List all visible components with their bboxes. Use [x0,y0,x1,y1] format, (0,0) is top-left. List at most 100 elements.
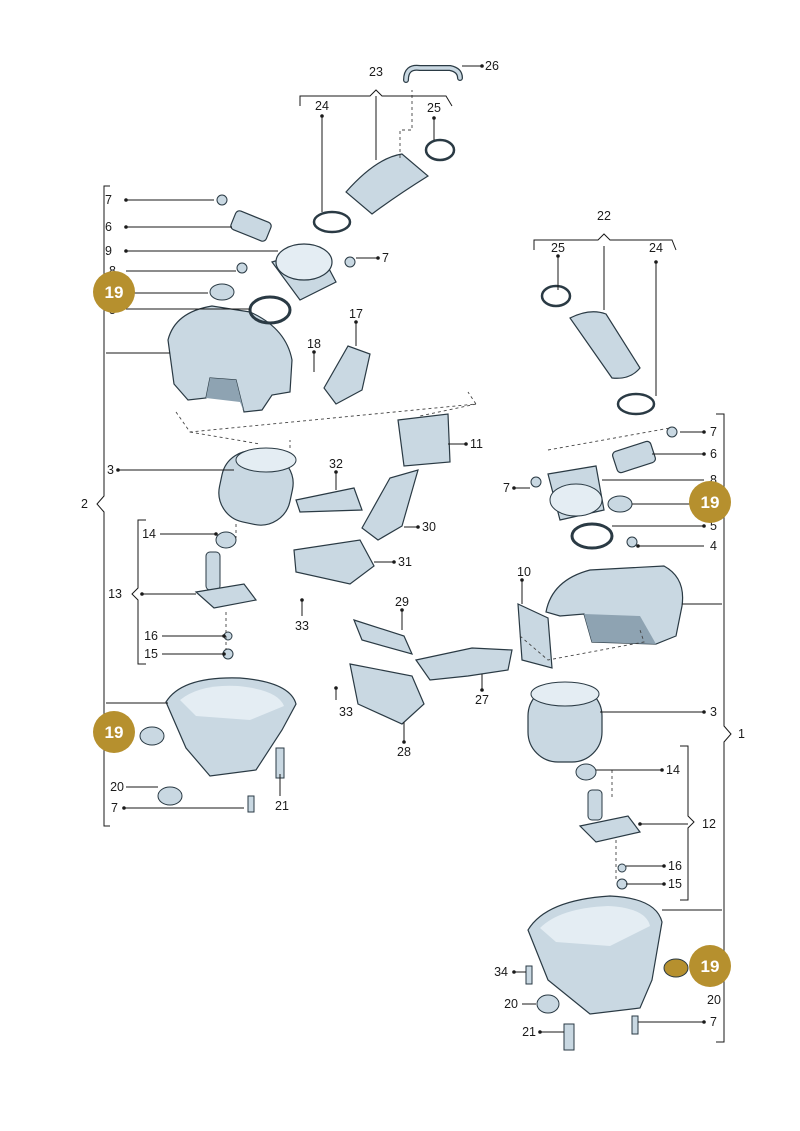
label-17: 17 [349,307,363,321]
grommet-right-upper [607,495,633,513]
duct-base-28 [349,663,425,725]
sensor-left [230,210,272,242]
screw-right-bottom [631,1015,639,1035]
upper-hose-group [312,64,463,234]
label-26: 26 [485,59,499,73]
svg-text:19: 19 [105,283,124,302]
filter-top-left [235,447,297,473]
svg-text:19: 19 [701,957,720,976]
badge-19-right-lower[interactable]: 19 [689,945,731,987]
label-20: 20 [504,997,518,1011]
label-33: 33 [295,619,309,633]
label-16: 16 [668,859,682,873]
bracket-2 [96,185,110,827]
valve-stem-left [205,551,221,591]
label-7: 7 [382,251,389,265]
bracket-1 [716,413,732,1043]
middle-assembly [293,345,553,725]
label-30: 30 [422,520,436,534]
intake-duct-27 [414,647,513,681]
hose-clamp-upper-2 [424,138,456,162]
label-7: 7 [503,481,510,495]
label-25: 25 [427,101,441,115]
label-14: 14 [142,527,156,541]
label-20: 20 [110,780,124,794]
grommet-right-lower-2 [536,994,560,1014]
label-9: 9 [105,244,112,258]
label-21: 21 [522,1025,536,1039]
label-24: 24 [649,241,663,255]
label-33: 33 [339,705,353,719]
label-24: 24 [315,99,329,113]
label-15: 15 [144,647,158,661]
group-brackets [96,89,732,1043]
label-7: 7 [710,1015,717,1029]
label-7: 7 [710,425,717,439]
badge-19-right-upper[interactable]: 19 [689,481,731,523]
screw-head-right-2 [530,476,542,488]
sensor-right [612,440,656,474]
bracket-10 [517,603,553,669]
air-hose-upper [345,153,430,215]
dashed-guide-4 [547,427,671,451]
maf-opening-right [549,483,603,517]
label-6: 6 [710,447,717,461]
label-10: 10 [517,565,531,579]
label-2: 2 [81,497,88,511]
bracket-23 [299,89,453,107]
grommet-left-lower-1 [139,726,165,746]
screw-left-bottom [247,795,255,813]
bracket-22 [533,233,677,251]
label-22: 22 [597,209,611,223]
screw-head-left-3 [236,262,248,274]
label-7: 7 [105,193,112,207]
label-15: 15 [668,877,682,891]
valve-ring-right [616,878,628,890]
vent-pipe-inner [404,66,462,82]
dashed-guide-5 [519,629,645,661]
left-assembly [139,194,356,813]
label-3: 3 [710,705,717,719]
valve-bracket-right [578,815,642,843]
gasket-ring-left [248,295,292,325]
dashed-guide-3 [235,440,291,538]
upper-housing-cover-left [167,305,293,413]
bolt-left-lower [275,747,285,779]
hose-clamp-upper-1 [312,210,352,234]
label-5: 5 [710,519,717,533]
dashed-guides [175,90,671,880]
duct-cover-32 [295,487,363,513]
label-13: 13 [108,587,122,601]
bump-stop-left [215,531,237,549]
upper-housing-cover-right [545,565,684,645]
label-32: 32 [329,457,343,471]
grommet-right-lower-1 [663,958,689,978]
bracket-12 [680,745,695,901]
screw-head-left-1 [216,194,228,206]
label-6: 6 [105,220,112,234]
label-8: 8 [710,473,717,487]
label-8: 8 [109,264,116,278]
svg-text:19: 19 [701,493,720,512]
label-20: 20 [707,993,721,1007]
label-29: 29 [395,595,409,609]
bump-stop-right [575,763,597,781]
label-3: 3 [107,463,114,477]
label-31: 31 [398,555,412,569]
hose-clamp-right-1 [540,284,572,308]
label-16: 16 [144,629,158,643]
leader-lines [106,64,722,1034]
badge-19-left-lower[interactable]: 19 [93,711,135,753]
upper-housing-shadow-left [206,378,244,412]
valve-bracket-left [194,583,258,609]
label-21: 21 [275,799,289,813]
screw-head-right-1 [666,426,678,438]
duct-base-31 [293,539,375,585]
badge-19-left-upper[interactable]: 19 [93,271,135,313]
grommet-left-upper [209,283,235,301]
screw-head-left-2 [344,256,356,268]
label-34: 34 [494,965,508,979]
valve-stem-right [587,789,603,821]
label-11: 11 [470,437,483,451]
